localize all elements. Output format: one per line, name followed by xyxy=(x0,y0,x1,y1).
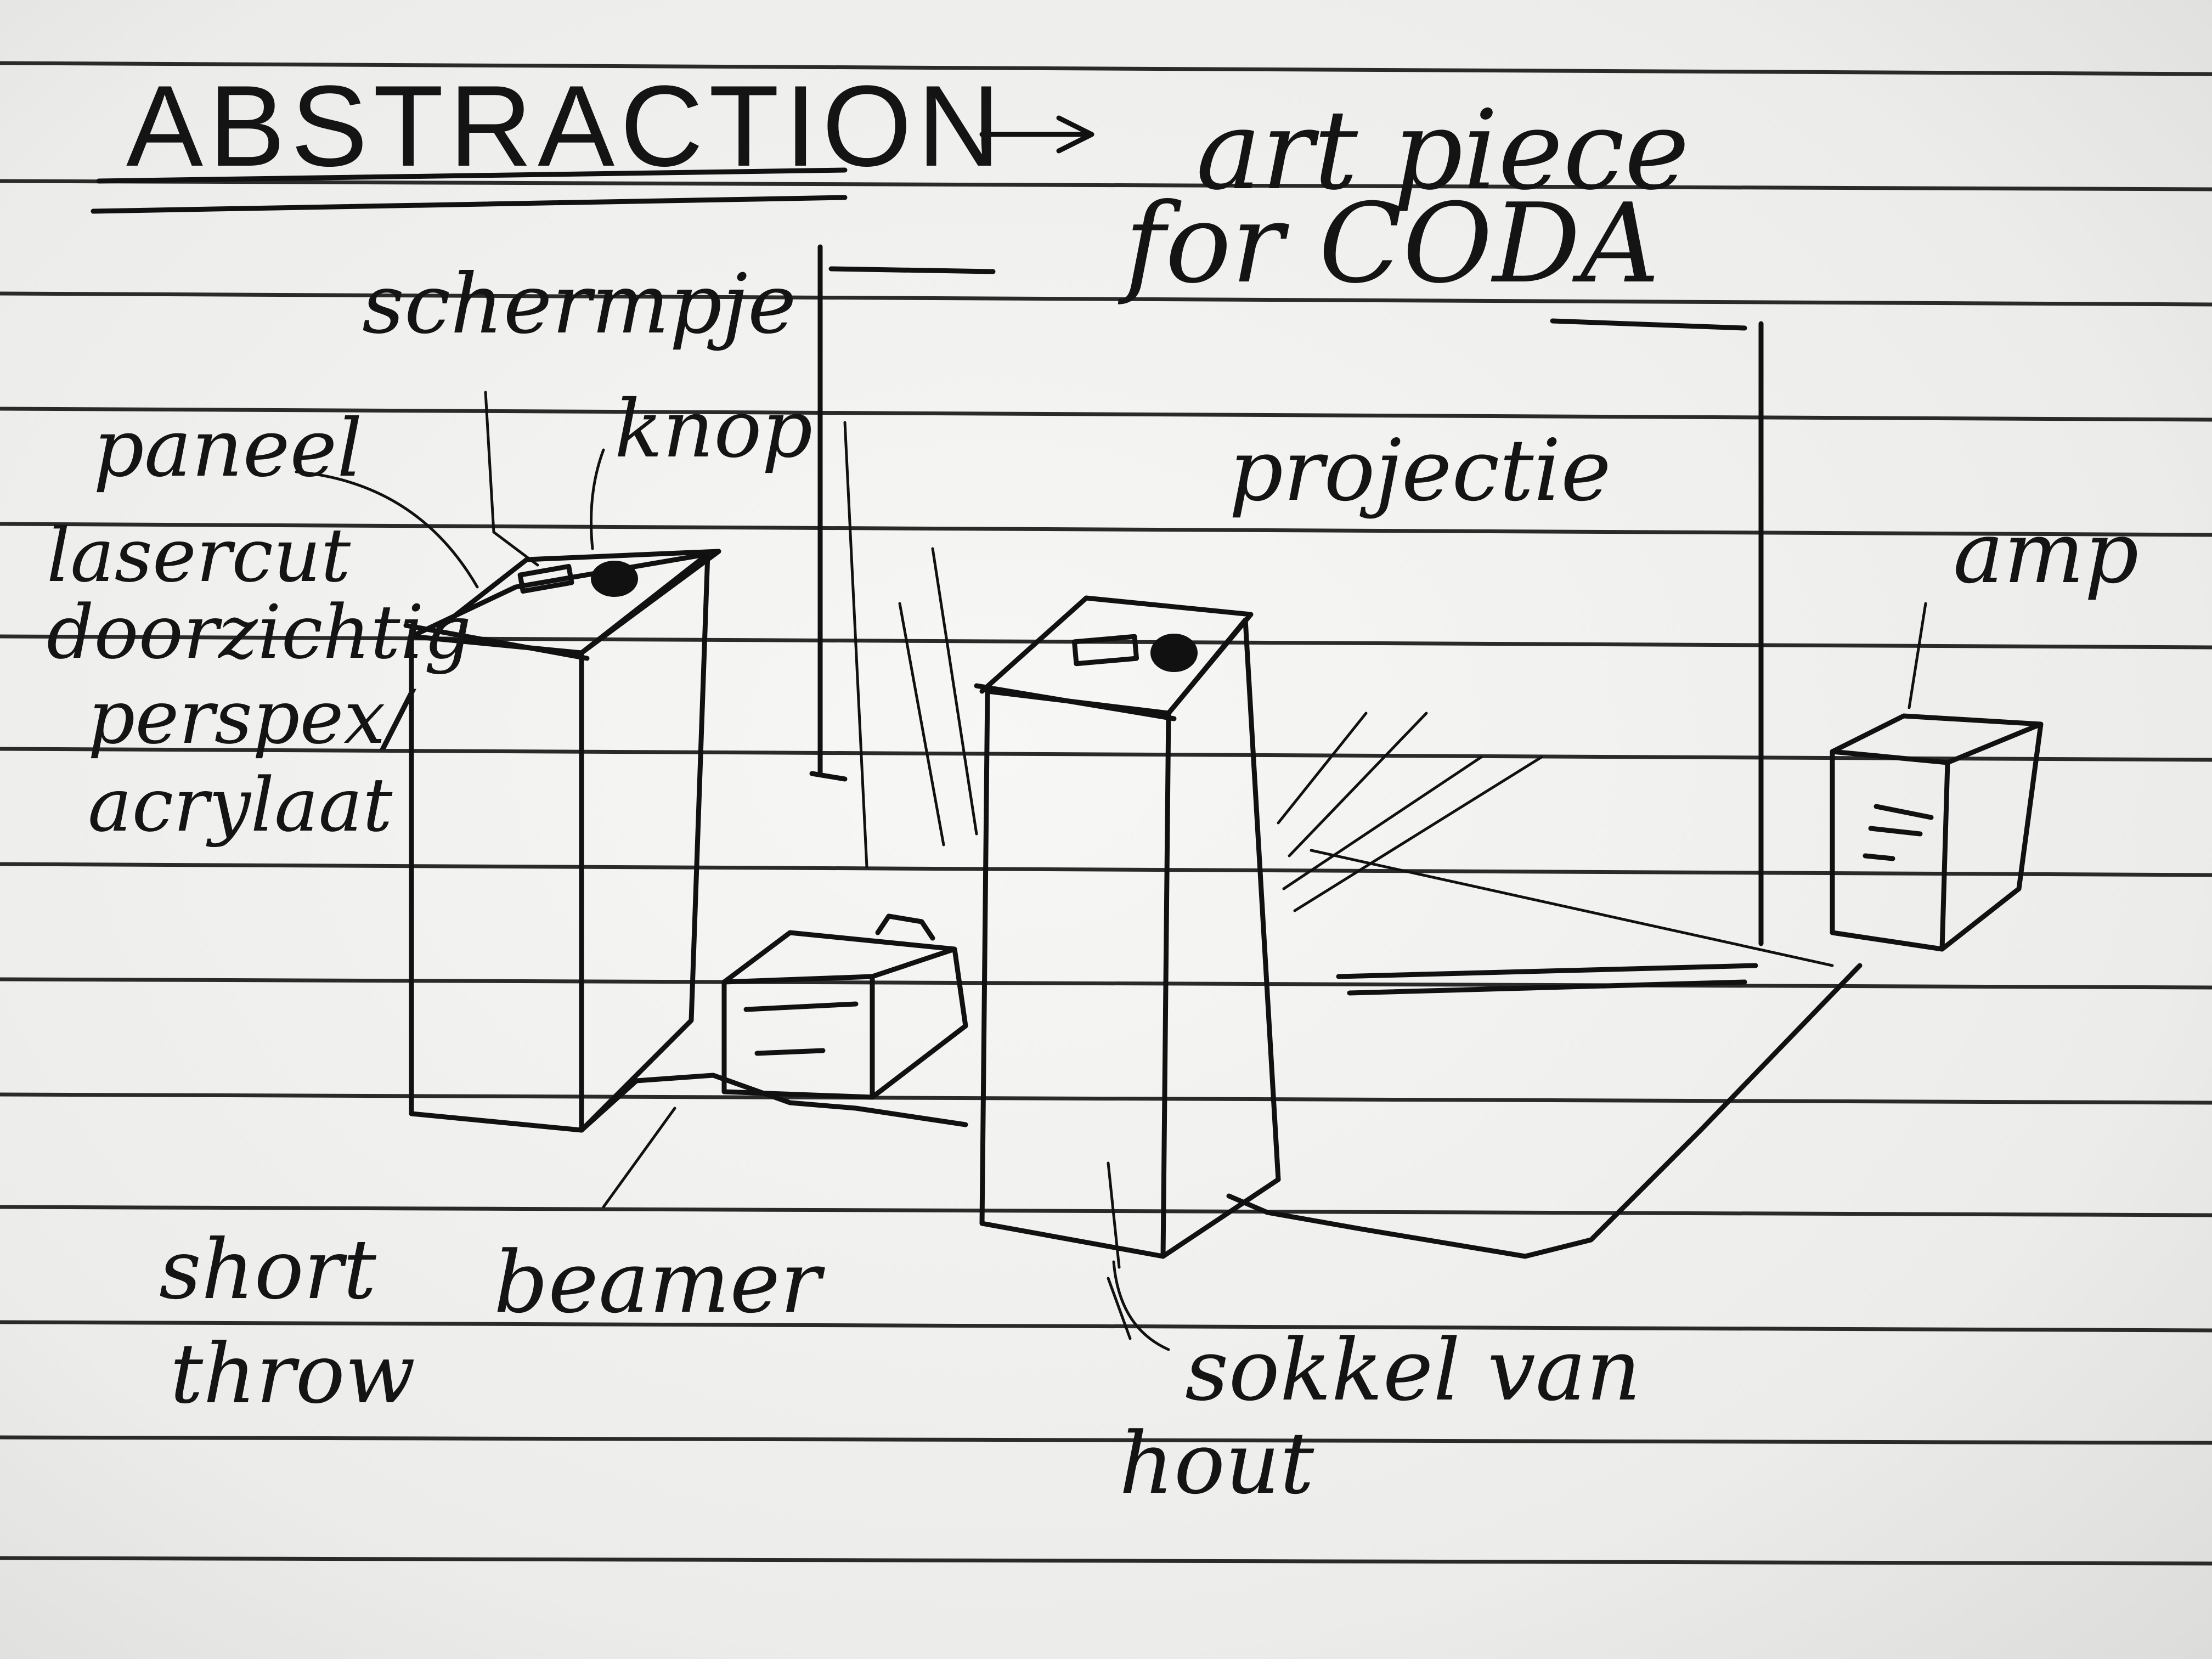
projection-screen xyxy=(809,244,1764,996)
label-acrylaat: acrylaat xyxy=(88,762,393,848)
title-underline xyxy=(91,167,848,214)
label-throw: throw xyxy=(170,1327,416,1422)
cable-right xyxy=(1226,963,1863,1259)
label-doorzichtig: doorzichtig xyxy=(47,589,472,675)
label-knop: knop xyxy=(614,383,813,476)
label-projectie: projectie xyxy=(1229,421,1611,520)
arrow-icon xyxy=(979,115,1094,154)
subtitle-line-2: for CODA xyxy=(1125,180,1660,308)
label-lasercut: lasercut xyxy=(47,512,351,599)
label-schermpje: schermpje xyxy=(362,257,797,352)
beamer-box xyxy=(721,913,968,1100)
label-hout: hout xyxy=(1119,1414,1314,1513)
label-sokkel-van: sokkel van xyxy=(1185,1321,1641,1420)
ruled-lines xyxy=(0,61,2212,1566)
label-amp: amp xyxy=(1953,503,2139,602)
cable-left xyxy=(579,1073,968,1133)
page-title: ABSTRACTION xyxy=(126,61,1006,190)
label-paneel: paneel xyxy=(93,402,363,495)
amp-box xyxy=(1830,713,2044,952)
label-short: short xyxy=(159,1222,376,1318)
projection-rays xyxy=(843,421,1834,967)
label-perspex: perspex/ xyxy=(88,674,411,760)
label-beamer: beamer xyxy=(494,1233,821,1332)
middle-pedestal xyxy=(974,595,1281,1340)
leader-lines xyxy=(295,391,1927,1351)
subtitle-line-1: art piece xyxy=(1196,87,1690,215)
